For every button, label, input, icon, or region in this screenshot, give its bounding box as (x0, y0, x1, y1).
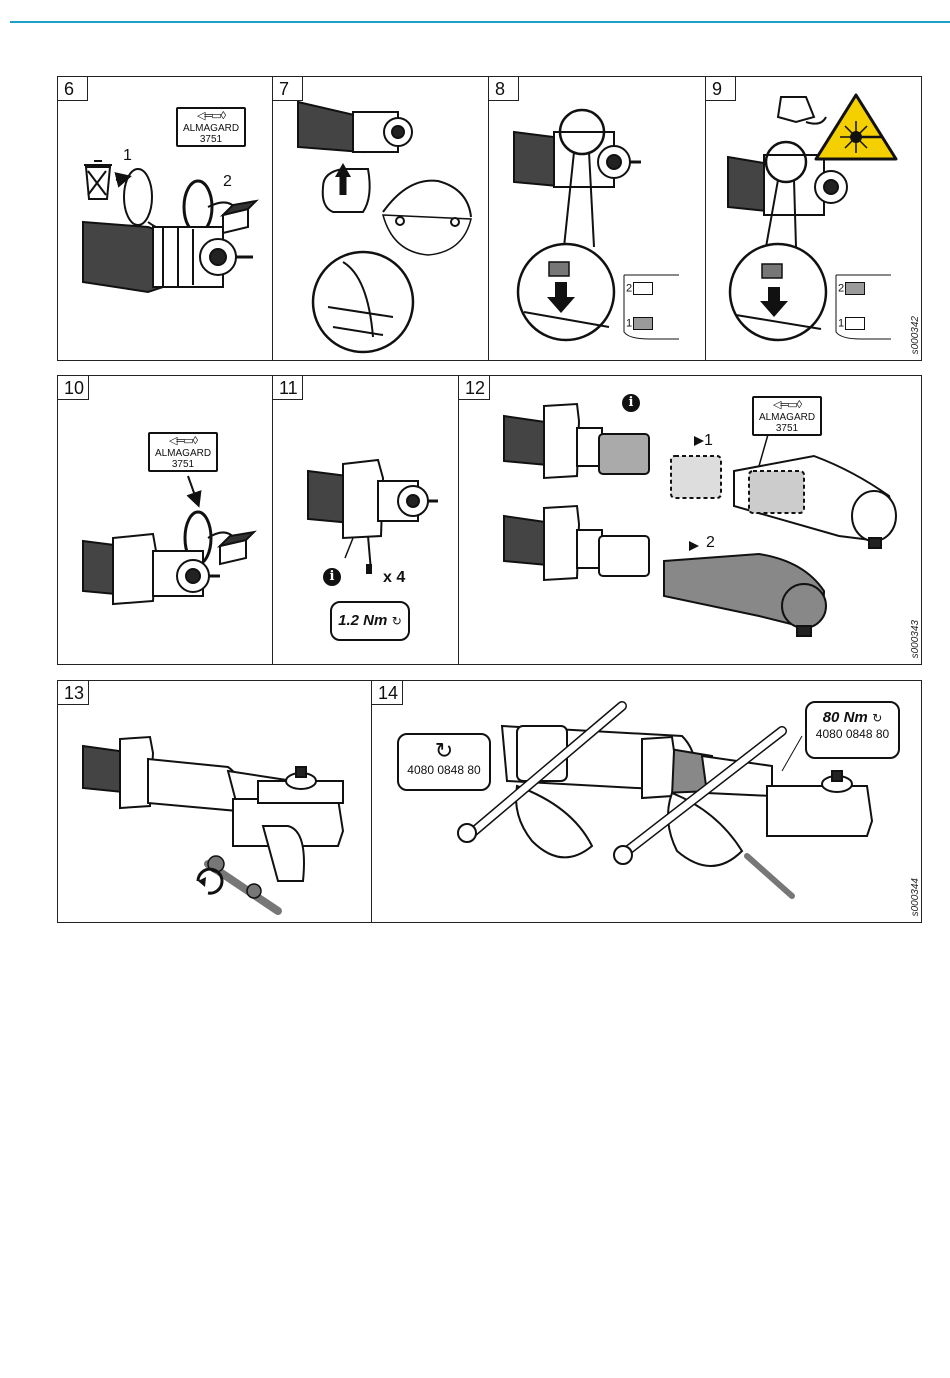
step-12-illustration (459, 376, 923, 664)
step-12-label-2: 2 (706, 534, 715, 552)
grease-name: ALMAGARD (759, 412, 815, 423)
torque-label: 80 Nm ↻ 4080 0848 80 (805, 701, 900, 759)
step-number: 11 (273, 376, 303, 400)
figure-reference: s000343 (910, 620, 921, 658)
mode-indicator-2: 2 (838, 282, 865, 295)
mode-indicator-1: 1 (626, 317, 653, 330)
step-6-label-2: 2 (223, 173, 232, 191)
step-6-panel: 6 (58, 77, 273, 360)
instruction-row-3: 13 14 (57, 680, 922, 923)
header-rule (10, 21, 950, 23)
grease-tube-icon: ◁═▭◊ (757, 400, 817, 412)
step-9-illustration (706, 77, 923, 360)
tool-part-number-box-left: ↻ 4080 0848 80 (397, 733, 491, 791)
grease-label-almagard: ◁═▭◊ ALMAGARD 3751 (148, 432, 218, 472)
tool-part-number: 4080 0848 80 (399, 763, 489, 777)
step-9-panel: 9 (706, 77, 923, 360)
grease-code: 3751 (200, 134, 222, 145)
step-11-panel: 11 i x 4 1.2 Nm ↻ (273, 376, 459, 664)
step-13-illustration (58, 681, 372, 922)
step-number: 9 (706, 77, 736, 101)
grease-code: 3751 (776, 423, 798, 434)
step-number: 14 (372, 681, 403, 705)
step-number: 10 (58, 376, 89, 400)
instruction-row-1: 6 (57, 76, 922, 361)
step-10-illustration (58, 376, 273, 664)
grease-tube-icon: ◁═▭◊ (153, 436, 213, 448)
grease-label-almagard: ◁═▭◊ ALMAGARD 3751 (176, 107, 246, 147)
grease-name: ALMAGARD (183, 123, 239, 134)
step-12-label-1: 1 (704, 432, 713, 450)
step-number: 6 (58, 77, 88, 101)
tighten-arrow-icon: ↻ (392, 614, 402, 628)
quantity-label: x 4 (383, 569, 405, 587)
mode-indicator-1: 1 (838, 317, 865, 330)
step-6-label-1: 1 (123, 147, 132, 165)
rotate-clockwise-icon: ↻ (399, 739, 489, 763)
tool-part-number: 4080 0848 80 (807, 727, 898, 741)
waste-bin-icon (84, 161, 112, 199)
step-13-panel: 13 (58, 681, 372, 922)
figure-reference: s000344 (910, 878, 921, 916)
step-14-panel: 14 ↻ 4 (372, 681, 923, 922)
laser-warning-icon (816, 95, 896, 159)
step-12-panel: 12 (459, 376, 923, 664)
info-icon: i (323, 568, 341, 586)
grease-tube-icon: ◁═▭◊ (181, 111, 241, 123)
step-number: 7 (273, 77, 303, 101)
step-7-illustration (273, 77, 489, 360)
grease-name: ALMAGARD (155, 448, 211, 459)
torque-value: 80 Nm (823, 709, 868, 726)
step-number: 12 (459, 376, 490, 400)
grease-code: 3751 (172, 459, 194, 470)
box-icon (223, 201, 256, 233)
mode-indicator-2: 2 (626, 282, 653, 295)
tighten-arrow-icon: ↻ (872, 711, 882, 725)
info-icon: i (622, 394, 640, 412)
torque-value: 1.2 Nm (338, 612, 387, 629)
step-10-panel: 10 ◁═▭◊ ALMAGARD 3751 (58, 376, 273, 664)
instruction-row-2: 10 ◁═▭◊ ALMAGARD 3751 (57, 375, 922, 665)
grease-label-almagard: ◁═▭◊ ALMAGARD 3751 (752, 396, 822, 436)
step-8-illustration (489, 77, 706, 360)
step-number: 13 (58, 681, 89, 705)
step-8-panel: 8 2 1 (489, 77, 706, 360)
step-number: 8 (489, 77, 519, 101)
figure-reference: s000342 (910, 316, 921, 354)
step-7-panel: 7 (273, 77, 489, 360)
torque-label: 1.2 Nm ↻ (330, 601, 410, 641)
